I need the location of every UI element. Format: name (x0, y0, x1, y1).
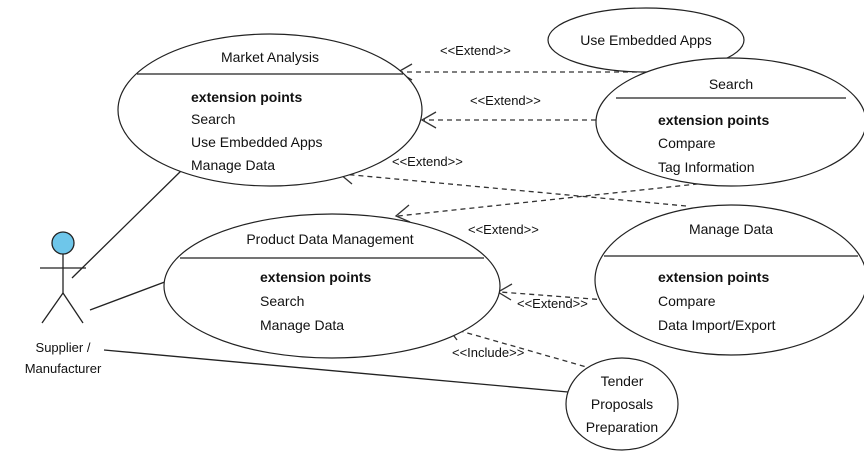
extension-points-heading: extension points (658, 269, 769, 285)
extend-label-embedded: <<Extend>> (440, 43, 511, 58)
extension-point: Manage Data (260, 317, 344, 333)
actor-left-leg (41, 292, 64, 324)
use-case-search[interactable]: Search extension points Compare Tag Info… (595, 57, 864, 187)
association-actor-market-analysis (71, 167, 185, 279)
extension-point: Use Embedded Apps (191, 134, 323, 150)
extend-label-search-market: <<Extend>> (470, 93, 541, 108)
association-actor-tender (103, 349, 569, 393)
extension-point: Search (260, 293, 304, 309)
extend-manage-to-market (338, 168, 687, 207)
use-case-tender-proposals-preparation[interactable]: Tender Proposals Preparation (565, 357, 679, 451)
use-case-title-line: Proposals (591, 396, 653, 412)
extension-points-heading: extension points (260, 269, 371, 285)
extend-search-to-market (420, 111, 596, 129)
use-case-manage-data[interactable]: Manage Data extension points Compare Dat… (594, 204, 864, 356)
use-case-title: Manage Data (689, 221, 773, 237)
actor-head (51, 231, 75, 255)
extension-point: Compare (658, 135, 716, 151)
use-case-product-data-management[interactable]: Product Data Management extension points… (163, 213, 501, 359)
actor-label: Supplier / (36, 340, 91, 355)
extend-search-to-pdm (394, 181, 717, 223)
use-case-title: Product Data Management (246, 231, 413, 247)
use-case-title-line: Preparation (586, 419, 658, 435)
extension-points-heading: extension points (191, 89, 302, 105)
association-actor-product-data-management (89, 279, 171, 311)
include-label-tender: <<Include>> (452, 345, 524, 360)
use-case-title: Market Analysis (221, 49, 319, 65)
use-case-title-line: Tender (601, 373, 644, 389)
extension-point: Compare (658, 293, 716, 309)
extend-label-manage-pdm: <<Extend>> (517, 296, 588, 311)
extension-point: Manage Data (191, 157, 275, 173)
actor-right-leg (62, 292, 84, 324)
extension-point: Tag Information (658, 159, 755, 175)
extend-label-manage-market: <<Extend>> (392, 154, 463, 169)
extension-point: Data Import/Export (658, 317, 776, 333)
actor-supplier-manufacturer[interactable]: Supplier / Manufacturer (25, 231, 102, 376)
extend-label-search-pdm: <<Extend>> (468, 222, 539, 237)
actor-label: Manufacturer (25, 361, 102, 376)
use-case-market-analysis[interactable]: Market Analysis extension points Search … (117, 33, 423, 187)
use-case-title: Search (709, 76, 753, 92)
use-case-title: Use Embedded Apps (580, 32, 712, 48)
extension-point: Search (191, 111, 235, 127)
extension-points-heading: extension points (658, 112, 769, 128)
